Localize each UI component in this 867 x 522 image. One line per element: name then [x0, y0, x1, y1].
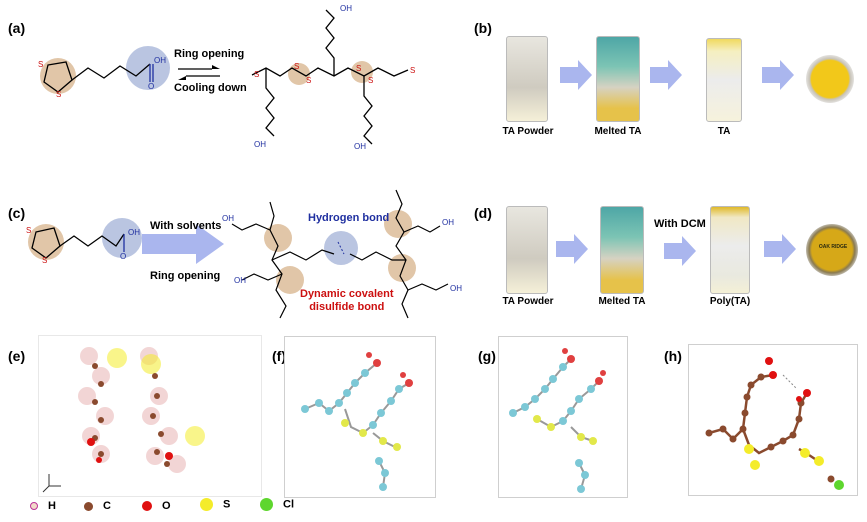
legend-o-swatch	[142, 501, 152, 512]
panel-a-top-oh: OH	[340, 4, 352, 13]
legend-cl-swatch	[260, 498, 273, 511]
legend-c-swatch	[84, 501, 93, 511]
caption-b-melted-ta: Melted TA	[594, 126, 642, 137]
legend-o-label: O	[162, 500, 171, 512]
panel-c-network-oh-2: OH	[442, 218, 454, 227]
panel-f-label: (f)	[272, 348, 286, 364]
panel-c-network-oh-1: OH	[222, 214, 234, 223]
panel-f-molecule	[301, 352, 413, 491]
caption-d-ta-powder: TA Powder	[502, 296, 554, 307]
panel-c-acid-o: O	[120, 252, 127, 261]
caption-b-ta-powder: TA Powder	[502, 126, 554, 137]
legend-s-swatch	[200, 498, 213, 511]
panel-a-polymer-s-3: S	[306, 76, 312, 85]
panel-c-ring-opening: Ring opening	[150, 270, 221, 282]
panel-a-ring-opening: Ring opening	[174, 48, 245, 60]
legend-s-label: S	[223, 498, 231, 511]
legend-h: H	[30, 500, 56, 512]
panel-f-frame	[284, 336, 436, 498]
panel-d-label: (d)	[474, 205, 492, 221]
legend-h-label: H	[48, 500, 56, 512]
panel-a-left-oh: OH	[254, 140, 266, 149]
atom-legend: H C O S Cl	[30, 498, 370, 518]
panel-c-network-oh-4: OH	[450, 284, 462, 293]
panel-g-molecule	[509, 348, 606, 493]
panel-a-acid-o: O	[148, 82, 155, 91]
panel-a-label: (a)	[8, 20, 26, 36]
panel-h-molecule	[705, 357, 844, 490]
panel-a-ring-s-top: S	[38, 60, 44, 69]
panel-g-label: (g)	[478, 348, 496, 364]
panel-a-polymer-s-1: S	[254, 70, 260, 79]
panel-c-disulfide-bond: Dynamic covalent disulfide bond	[300, 288, 394, 313]
photo-poly-ta-disc	[806, 224, 858, 276]
arrow-b3	[762, 60, 794, 90]
panel-c-network-oh-3: OH	[234, 276, 246, 285]
caption-d-melted-ta: Melted TA	[598, 296, 646, 307]
oak-ridge-logo-text: OAK RIDGE	[818, 244, 848, 250]
panel-g-frame	[498, 336, 628, 498]
panel-c-ring-s-top: S	[26, 226, 32, 235]
legend-cl: Cl	[260, 498, 294, 511]
legend-c: C	[84, 500, 111, 512]
photo-d-ta-powder	[506, 206, 548, 294]
panel-c-scheme	[28, 189, 449, 319]
legend-h-swatch	[30, 502, 38, 511]
photo-ta-powder	[506, 36, 548, 122]
panel-a-polymer-s-6: S	[410, 66, 416, 75]
panel-a-scheme	[40, 9, 409, 145]
arrow-b1	[560, 60, 592, 90]
panel-h-frame	[688, 344, 858, 496]
photo-ta-disc	[806, 55, 854, 103]
legend-o: O	[142, 500, 171, 512]
panel-e-molecule	[42, 347, 205, 493]
panel-a-polymer-s-4: S	[356, 64, 362, 73]
legend-c-label: C	[103, 500, 111, 512]
panel-a-polymer-s-2: S	[294, 62, 300, 71]
panel-c-ring-s-bottom: S	[42, 256, 48, 265]
panel-c-acid-oh: OH	[128, 228, 140, 237]
panel-c-with-solvents: With solvents	[150, 220, 222, 232]
arrow-d1	[556, 234, 588, 264]
panel-h-label: (h)	[664, 348, 682, 364]
photo-melted-ta	[596, 36, 640, 122]
panel-c-label: (c)	[8, 205, 26, 221]
legend-cl-label: Cl	[283, 498, 294, 511]
legend-s: S	[200, 498, 230, 511]
panel-a-polymer-s-5: S	[368, 76, 374, 85]
panel-a-acid-oh: OH	[154, 56, 166, 65]
acid-highlight	[126, 46, 170, 90]
panel-b-label: (b)	[474, 20, 492, 36]
panel-a-cooling-down: Cooling down	[174, 82, 247, 94]
panel-a-ring-s-bottom: S	[56, 90, 62, 99]
panel-e-label: (e)	[8, 348, 26, 364]
caption-d-poly-ta: Poly(TA)	[709, 296, 751, 307]
panel-e-frame	[38, 335, 262, 497]
panel-d-with-dcm: With DCM	[654, 218, 706, 230]
photo-d-melted-ta	[600, 206, 644, 294]
caption-b-ta: TA	[717, 126, 731, 137]
arrow-d3	[764, 234, 796, 264]
photo-ta-vial	[706, 38, 742, 122]
arrow-b2	[650, 60, 682, 90]
panel-c-hydrogen-bond: Hydrogen bond	[308, 212, 390, 224]
photo-poly-ta-vial	[710, 206, 750, 294]
panel-a-right-oh: OH	[354, 142, 366, 151]
arrow-d2	[664, 236, 696, 266]
